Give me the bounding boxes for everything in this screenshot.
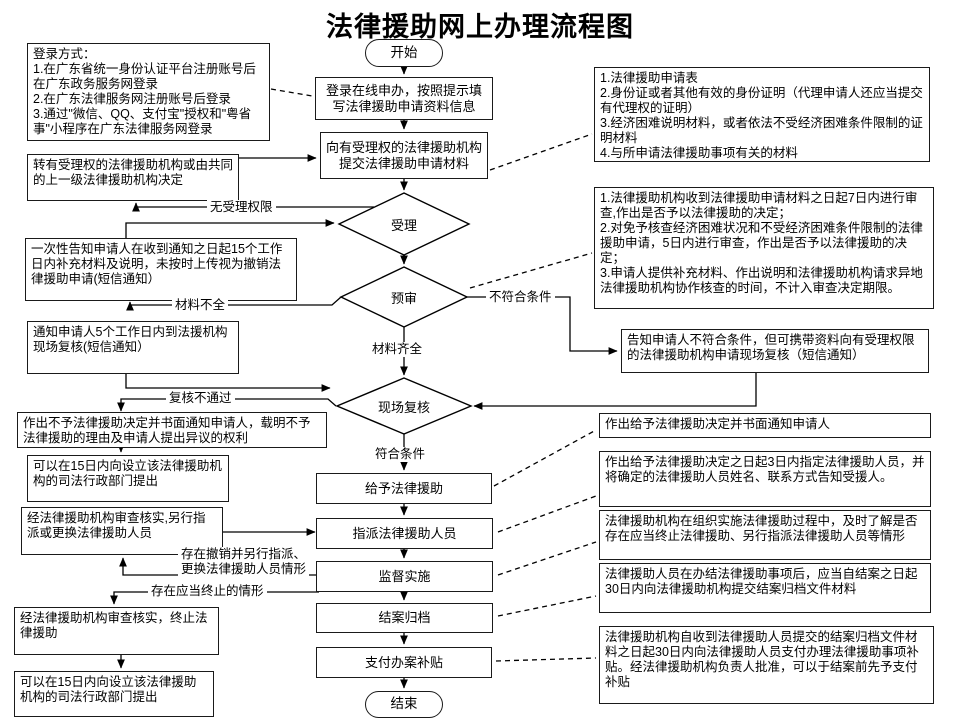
- node-submit-materials: 向有受理权的法律援助机构提交法律援助申请材料: [320, 132, 488, 179]
- edge-label-qualified: 符合条件: [372, 447, 429, 462]
- node-onetime-notice: 一次性告知申请人在收到通知之日起15个工作日内补充材料及说明，未按时上传视为撤销…: [25, 238, 297, 301]
- leader-review-rules: [469, 252, 593, 289]
- end-label: 结束: [390, 696, 418, 712]
- arrow-notify-onsite: [125, 374, 331, 392]
- start-label: 开始: [390, 44, 418, 60]
- end-node: 结束: [365, 691, 443, 718]
- arrow-no-authority: [132, 202, 374, 212]
- note-archive-rule: 法律援助人员在办结法律援助事项后，应当自结案之日起30日内向法律援助机构提交结案…: [599, 563, 931, 613]
- edge-label-should-terminate: 存在应当终止的情形: [148, 584, 267, 599]
- arrow-materials-incomplete: [126, 296, 342, 311]
- leader-grant-notice: [493, 429, 597, 487]
- edge-label-review-failed: 复核不通过: [166, 391, 235, 406]
- node-inform-unqualified: 告知申请人不符合条件，但可携带资料向有受理权限的法律援助机构申请现场复核（短信通…: [621, 329, 929, 373]
- node-transfer: 转有受理权的法律援助机构或由共同的上一级法律援助机构决定: [27, 154, 239, 201]
- note-login-methods: 登录方式： 1.在广东省统一身份认证平台注册账号后在广东政务服务网登录 2.在广…: [27, 43, 270, 141]
- node-supervise: 监督实施: [316, 561, 493, 592]
- arrow-inform-onsite: [473, 373, 757, 410]
- diamond-accept: [337, 192, 471, 256]
- node-reassign: 经法律援助机构审查核实,另行指派或更换法律援助人员: [21, 507, 223, 555]
- edge-label-materials-incomplete: 材料不全: [172, 298, 229, 313]
- node-login-apply: 登录在线申办，按照提示填写法律援助申请资料信息: [315, 77, 493, 120]
- leader-archive-rule: [497, 595, 597, 617]
- note-review-rules: 1.法律援助机构收到法律援助申请材料之日起7日内进行审查,作出是否予以法律援助的…: [594, 187, 934, 309]
- leader-login-methods: [270, 88, 319, 98]
- node-appeal-deny: 可以在15日内向设立该法律援助机构的司法行政部门提出: [27, 455, 229, 502]
- node-notify-onsite: 通知申请人5个工作日内到法援机构现场复核(短信通知）: [27, 321, 239, 374]
- node-deny-decision: 作出不予法律援助决定并书面通知申请人，载明不予法律援助的理由及申请人提出异议的权…: [17, 412, 327, 448]
- note-assign-rule: 作出给予法律援助决定之日起3日内指定法律援助人员，并将确定的法律援助人员姓名、联…: [599, 451, 931, 507]
- node-terminate: 经法律援助机构审查核实，终止法律援助: [14, 607, 219, 655]
- node-assign: 指派法律援助人员: [316, 518, 493, 549]
- note-implement-rule: 法律援助机构在组织实施法律援助过程中，及时了解是否存在应当终止法律援助、另行指派…: [599, 510, 931, 560]
- edge-label-materials-complete: 材料齐全: [369, 342, 426, 357]
- node-subsidy: 支付办案补贴: [316, 647, 492, 678]
- edge-label-no-authority: 无受理权限: [207, 200, 276, 215]
- leader-implement-rule: [497, 541, 597, 576]
- note-subsidy-rule: 法律援助机构自收到法律援助人员提交的结案归档文件材料之日起30日内向法律援助人员…: [599, 626, 934, 704]
- leader-assign-rule: [497, 495, 597, 533]
- node-appeal-terminate: 可以在15日内向设立该法律援助机构的司法行政部门提出: [14, 671, 214, 717]
- leader-subsidy-rule: [495, 657, 597, 662]
- edge-label-revoke-reassign: 存在撤销并另行指派、 更换法律援助人员情形: [178, 547, 310, 577]
- page-title: 法律援助网上办理流程图: [326, 12, 634, 42]
- node-archive: 结案归档: [316, 603, 493, 633]
- note-materials-list: 1.法律援助申请表 2.身份证或者其他有效的身份证明（代理申请人还应当提交有代理…: [594, 67, 930, 162]
- arrow-resubmit-accept: [125, 219, 335, 238]
- node-grant: 给予法律援助: [316, 473, 492, 504]
- edge-label-not-qualified: 不符合条件: [486, 290, 555, 305]
- leader-materials-list: [489, 133, 593, 171]
- diamond-preview: [339, 266, 469, 328]
- diamond-onsite-review: [335, 377, 473, 435]
- note-grant-notice: 作出给予法律援助决定并书面通知申请人: [599, 413, 931, 438]
- start-node: 开始: [365, 39, 443, 67]
